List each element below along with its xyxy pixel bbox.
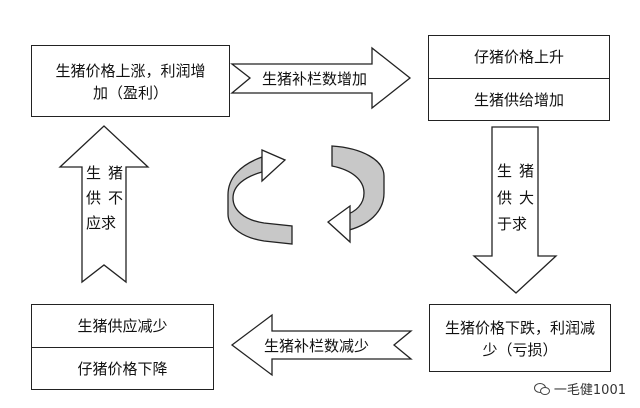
box-supply-decrease: 生猪供应减少 仔猪价格下降 <box>31 304 214 390</box>
right-arrow-label-2: 猪 <box>519 162 535 180</box>
wechat-icon <box>533 382 550 395</box>
cycle-arrow-left <box>227 149 293 245</box>
left-arrow-label-4: 不 <box>108 189 124 207</box>
left-arrow-label-3: 供 <box>86 189 102 207</box>
left-arrow-label-2: 猪 <box>108 164 124 182</box>
box-price-fall-line2: 少（亏损） <box>482 341 558 359</box>
left-arrow-label-1: 生 <box>86 164 102 182</box>
box-piglet-price-up: 仔猪价格上升 生猪供给增加 <box>428 35 610 121</box>
watermark: 一毛健1001 <box>533 379 626 398</box>
box-price-fall-loss: 生猪价格下跌，利润减 少（亏损） <box>429 304 611 372</box>
right-arrow-label-5: 于求 <box>497 215 528 233</box>
top-arrow-label: 生猪补栏数增加 <box>262 70 368 88</box>
box-price-rise-line1: 生猪价格上涨，利润增 <box>55 62 206 80</box>
left-arrow-label-5: 应求 <box>86 214 117 232</box>
box-supply-increase-label: 生猪供给增加 <box>473 91 564 109</box>
box-piglet-price-up-label: 仔猪价格上升 <box>473 48 564 66</box>
right-arrow-label-3: 供 <box>497 189 513 207</box>
box-supply-decrease-label: 生猪供应减少 <box>77 317 168 335</box>
box-price-fall-line1: 生猪价格下跌，利润减 <box>444 319 595 337</box>
box-divider <box>32 347 213 348</box>
right-arrow <box>472 126 558 294</box>
box-piglet-price-down-label: 仔猪价格下降 <box>77 360 168 378</box>
right-arrow-label-1: 生 <box>497 162 513 180</box>
box-price-rise-line2: 加（盈利） <box>92 84 168 102</box>
top-arrow <box>230 46 412 110</box>
bottom-arrow <box>230 313 413 377</box>
bottom-arrow-label: 生猪补栏数减少 <box>264 337 370 355</box>
box-divider <box>429 78 609 79</box>
box-price-rise-profit: 生猪价格上涨，利润增 加（盈利） <box>31 45 230 117</box>
right-arrow-label-4: 大 <box>519 189 535 207</box>
watermark-text: 一毛健1001 <box>553 383 626 398</box>
cycle-arrow-right <box>326 145 385 244</box>
left-arrow <box>58 125 150 284</box>
